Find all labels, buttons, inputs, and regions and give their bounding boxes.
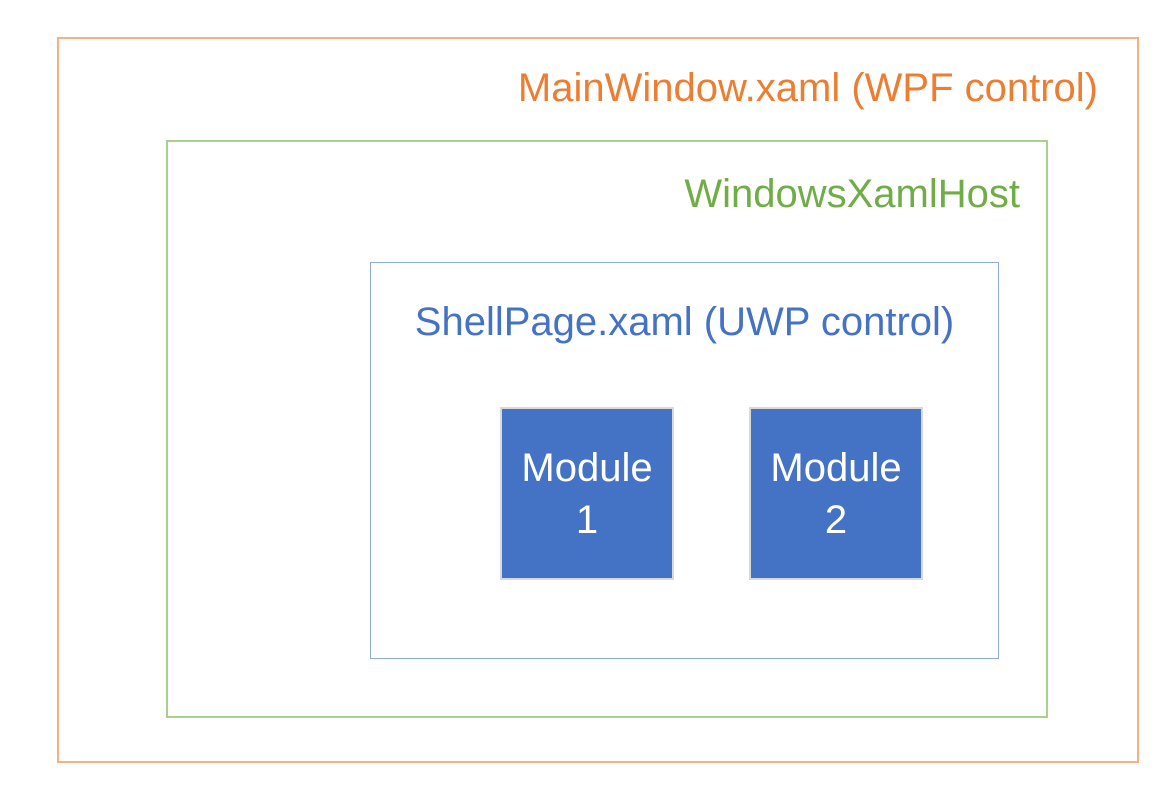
shellpage-uwp-label: ShellPage.xaml (UWP control) xyxy=(414,300,955,344)
module-2-name: Module xyxy=(770,445,902,490)
windowsxamlhost-label: WindowsXamlHost xyxy=(684,172,1020,216)
module-1-number: 1 xyxy=(575,497,599,542)
module-2-number: 2 xyxy=(824,497,848,542)
module-2-box: Module 2 xyxy=(749,407,923,580)
module-1-name: Module xyxy=(521,445,653,490)
module-1-box: Module 1 xyxy=(500,407,674,580)
mainwindow-wpf-label: MainWindow.xaml (WPF control) xyxy=(517,66,1098,110)
